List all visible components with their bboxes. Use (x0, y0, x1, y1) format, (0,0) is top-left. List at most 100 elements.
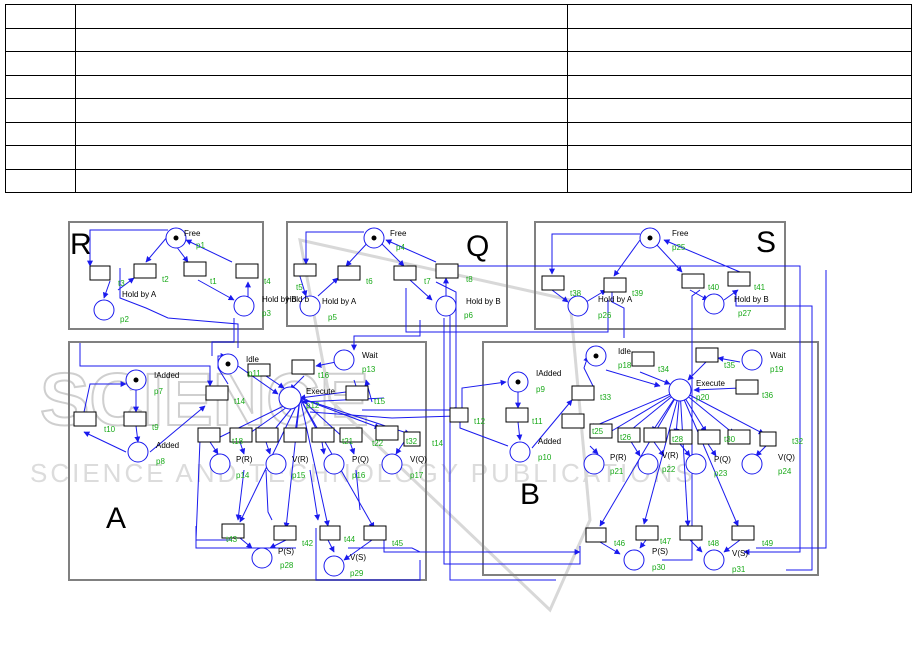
transition-t10 (73, 411, 97, 427)
svg-text:t39: t39 (632, 289, 644, 298)
svg-text:t25: t25 (592, 427, 604, 436)
svg-text:t7: t7 (424, 277, 431, 286)
transition-t44 (319, 525, 341, 541)
svg-text:p17: p17 (410, 471, 424, 480)
svg-text:p10: p10 (538, 453, 552, 462)
svg-text:p24: p24 (778, 467, 792, 476)
table-cell (5, 51, 76, 76)
table-row (5, 4, 912, 29)
svg-text:p12: p12 (306, 401, 320, 410)
table-cell (5, 121, 76, 146)
svg-text:t35: t35 (724, 361, 736, 370)
svg-text:V(R): V(R) (662, 451, 679, 460)
table-cell (567, 145, 912, 170)
svg-text:Added: Added (538, 437, 561, 446)
table-cell (5, 168, 76, 193)
place-p12 (278, 386, 302, 410)
svg-text:t33: t33 (600, 393, 612, 402)
table-cell (75, 74, 568, 99)
table-cell (567, 51, 912, 76)
svg-text:p9: p9 (536, 385, 545, 394)
transition-t42 (273, 525, 297, 541)
transition-t15 (345, 385, 369, 401)
svg-text:t15: t15 (374, 397, 386, 406)
svg-text:t32: t32 (792, 437, 804, 446)
transition-t32b (759, 431, 777, 447)
place-p20 (668, 378, 692, 402)
place-p24 (741, 453, 763, 475)
place-p19 (741, 349, 763, 371)
table-cell (5, 4, 76, 29)
svg-text:p5: p5 (328, 313, 337, 322)
place-p16 (323, 453, 345, 475)
table-cell (75, 145, 568, 170)
svg-text:t11: t11 (532, 417, 543, 426)
place-p10 (509, 441, 531, 463)
svg-text:p14: p14 (236, 471, 250, 480)
table-cell (5, 27, 76, 52)
svg-text:Free: Free (184, 229, 201, 238)
svg-text:p30: p30 (652, 563, 666, 572)
svg-text:p2: p2 (120, 315, 129, 324)
module-q-frame (286, 221, 508, 327)
svg-text:p3: p3 (262, 309, 271, 318)
svg-text:p27: p27 (738, 309, 752, 318)
svg-text:V(Q): V(Q) (410, 455, 427, 464)
watermark-subtext: SCIENCE AND TECHNOLOGY PUBLICATIONS (30, 458, 696, 488)
transition-t26 (617, 427, 641, 443)
table-row (5, 98, 912, 123)
watermark: SCIENCE SCIENCE AND TECHNOLOGY PUBLICATI… (30, 238, 696, 613)
place-p8 (127, 441, 149, 463)
transition-t1 (183, 261, 207, 277)
table-cell (567, 4, 912, 29)
svg-text:t34: t34 (658, 365, 670, 374)
place-p30 (623, 549, 645, 571)
svg-text:Idle: Idle (246, 355, 259, 364)
transition-t43 (221, 523, 245, 539)
module-b-label: B (520, 478, 540, 511)
transition-t38 (541, 275, 565, 291)
table-row (5, 168, 912, 193)
svg-text:t21: t21 (342, 437, 354, 446)
transition-t47 (635, 525, 659, 541)
svg-text:p22: p22 (662, 465, 676, 474)
module-a-frame (68, 341, 427, 581)
svg-text:t40: t40 (708, 283, 720, 292)
place-p28 (251, 547, 273, 569)
transition-t49 (731, 525, 755, 541)
svg-text:t49: t49 (762, 539, 774, 548)
transition-t11a (247, 363, 271, 377)
table-cell (5, 145, 76, 170)
svg-text:p18: p18 (618, 361, 632, 370)
svg-text:t8: t8 (466, 275, 473, 284)
svg-text:t9: t9 (152, 423, 159, 432)
place-p15 (265, 453, 287, 475)
svg-text:t14: t14 (234, 397, 246, 406)
table-row (5, 121, 912, 146)
svg-text:p28: p28 (280, 561, 294, 570)
table-cell (75, 27, 568, 52)
module-b-frame (482, 341, 819, 576)
svg-text:Hold b: Hold b (286, 295, 310, 304)
svg-text:p15: p15 (292, 471, 306, 480)
transition-t30 (697, 429, 721, 445)
svg-text:t46: t46 (614, 539, 626, 548)
transition-t18b (255, 427, 279, 443)
svg-text:p8: p8 (156, 457, 165, 466)
module-frames (68, 221, 819, 581)
table-row (5, 74, 912, 99)
svg-text:t47: t47 (660, 537, 672, 546)
svg-text:p1: p1 (196, 241, 205, 250)
transition-t7 (393, 265, 417, 281)
transition-t4 (235, 263, 259, 279)
svg-text:t44: t44 (344, 535, 356, 544)
svg-text:t32: t32 (406, 437, 418, 446)
place-p21 (583, 453, 605, 475)
svg-text:p16: p16 (352, 471, 366, 480)
svg-text:Execute: Execute (306, 387, 335, 396)
svg-text:t4: t4 (264, 277, 271, 286)
place-p27 (703, 293, 725, 315)
transition-t25a (561, 413, 585, 429)
table-row (5, 51, 912, 76)
table-cell (567, 168, 912, 193)
